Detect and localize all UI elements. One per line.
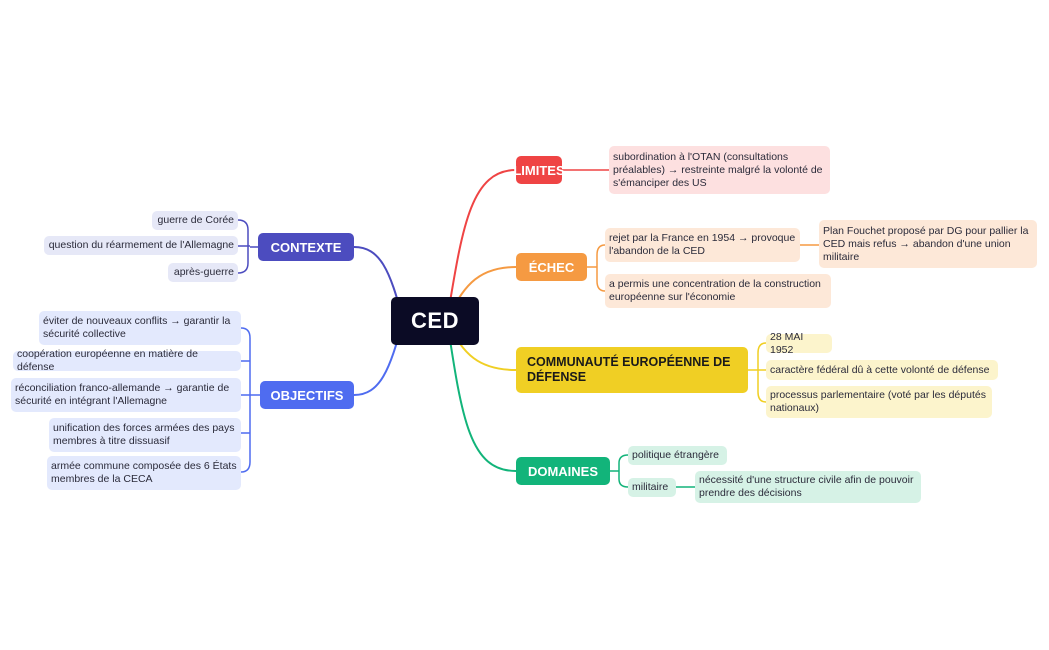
central-node[interactable]: CED xyxy=(391,297,479,345)
contexte-item[interactable]: après-guerre xyxy=(168,263,238,282)
link-domaines-items xyxy=(610,454,629,488)
link-central-limites xyxy=(446,169,517,321)
link-contexte-items xyxy=(237,219,258,274)
contexte-item[interactable]: question du réarmement de l'Allemagne xyxy=(44,236,238,255)
branch-objectifs[interactable]: OBJECTIFS xyxy=(260,381,354,409)
domaines-sub-item[interactable]: nécessité d'une structure civile afin de… xyxy=(695,471,921,503)
echec-sub-item[interactable]: Plan Fouchet proposé par DG pour pallier… xyxy=(819,220,1037,268)
domaines-item[interactable]: militaire xyxy=(628,478,676,497)
branch-echec[interactable]: ÉCHEC xyxy=(516,253,587,281)
branch-communaute[interactable]: COMMUNAUTÉ EUROPÉENNE DE DÉFENSE xyxy=(516,347,748,393)
objectifs-item[interactable]: unification des forces armées des pays m… xyxy=(49,418,241,452)
domaines-item[interactable]: politique étrangère xyxy=(628,446,727,465)
branch-domaines[interactable]: DOMAINES xyxy=(516,457,610,485)
branch-contexte[interactable]: CONTEXTE xyxy=(258,233,354,261)
objectifs-item[interactable]: réconciliation franco-allemande → garant… xyxy=(11,378,241,412)
link-communaute-items xyxy=(748,342,767,403)
objectifs-item[interactable]: armée commune composée des 6 États membr… xyxy=(47,456,241,490)
branch-limites[interactable]: LIMITES xyxy=(513,156,565,184)
echec-item[interactable]: rejet par la France en 1954 → provoque l… xyxy=(605,228,800,262)
communaute-item[interactable]: 28 MAI 1952 xyxy=(766,331,832,356)
contexte-item[interactable]: guerre de Corée xyxy=(152,211,238,230)
objectifs-item[interactable]: coopération européenne en matière de déf… xyxy=(13,348,241,373)
communaute-item[interactable]: caractère fédéral dû à cette volonté de … xyxy=(766,360,998,380)
link-central-domaines xyxy=(446,319,517,472)
communaute-item[interactable]: processus parlementaire (voté par les dé… xyxy=(766,386,992,418)
echec-item[interactable]: a permis une concentration de la constru… xyxy=(605,274,831,308)
objectifs-item[interactable]: éviter de nouveaux conflits → garantir l… xyxy=(39,311,241,345)
limites-item[interactable]: subordination à l'OTAN (consultations pr… xyxy=(609,146,830,194)
link-objectifs-items xyxy=(240,327,260,473)
link-echec-items xyxy=(587,244,606,292)
